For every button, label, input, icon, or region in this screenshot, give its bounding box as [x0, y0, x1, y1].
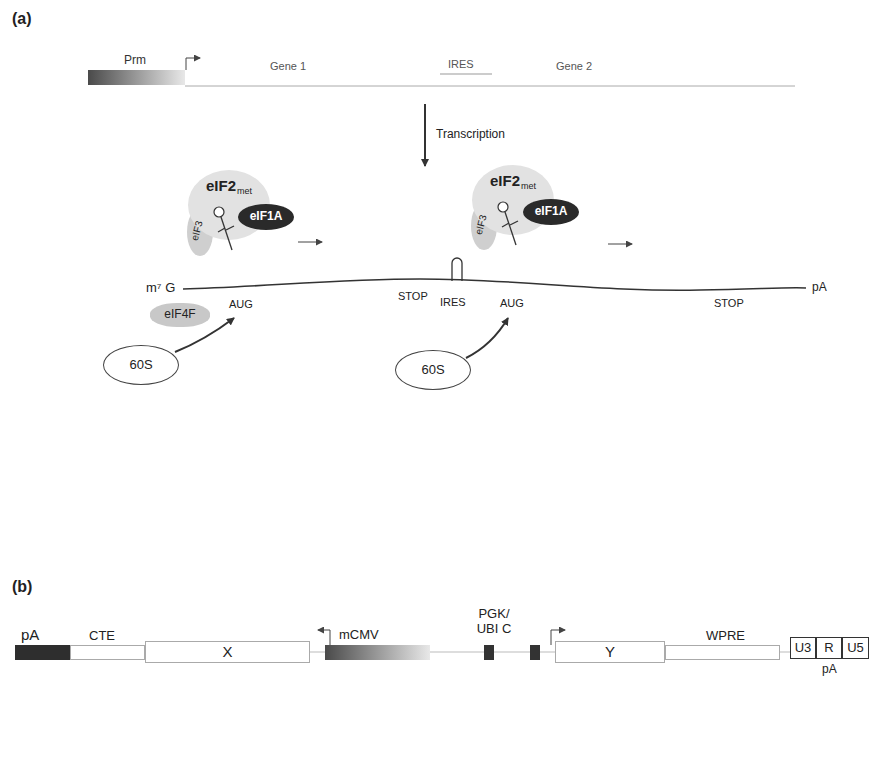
codon-label: STOP: [714, 297, 744, 310]
node-text: U3: [795, 641, 812, 656]
promoter-block: [530, 645, 540, 660]
node-text: WPRE: [706, 629, 745, 644]
ires-bar: [440, 74, 492, 75]
trna-part: [505, 212, 516, 245]
text-row: eIF4F: [164, 308, 195, 322]
ribosome-subunit: 60S: [395, 350, 471, 390]
node-text: eIF2: [206, 177, 236, 194]
element-label: IRES: [440, 296, 466, 309]
wpre-element: WPRE: [665, 645, 780, 660]
node-text: eIF1A: [535, 205, 568, 219]
node-text: CTE: [89, 629, 115, 644]
joining-arrow: [466, 318, 508, 358]
scanning-arrow: [608, 244, 632, 245]
scanning-arrow: [298, 242, 322, 243]
trna-part: [221, 217, 232, 250]
cap-label: m⁷ G: [146, 281, 175, 296]
trna-part: [510, 221, 518, 225]
promoter-box: Prm: [88, 70, 185, 85]
subscript-text: met: [237, 186, 252, 196]
gene-box: Y: [555, 641, 665, 663]
node-text: pA: [21, 626, 39, 643]
text-row: Prm: [124, 54, 146, 68]
text-row: R: [824, 641, 833, 656]
gene-label: Gene 2: [556, 60, 592, 73]
text-row: WPRE: [706, 629, 745, 644]
trna-part: [214, 207, 224, 217]
eif1a-factor: eIF1A: [238, 204, 294, 230]
trna-part: [498, 202, 508, 212]
mrna-strand: [183, 279, 806, 290]
text-row: Y: [605, 643, 615, 660]
gene-label: Gene 1: [270, 60, 306, 73]
panel-label: (a): [12, 10, 32, 28]
text-row: U3: [795, 641, 812, 656]
polya-box: pA: [15, 645, 70, 660]
codon-label: STOP: [398, 290, 428, 303]
ires-hairpin: [452, 258, 462, 281]
text-row: eIF2met: [206, 177, 252, 194]
ribosome-subunit: 60S: [103, 345, 179, 385]
gene-line: [185, 86, 795, 87]
text-row: X: [222, 643, 232, 660]
subscript-text: met: [521, 181, 536, 191]
node-text: X: [222, 643, 232, 660]
eif4f-factor: eIF4F: [150, 303, 210, 327]
polya-label: pA: [822, 663, 837, 677]
codon-label: AUG: [500, 297, 524, 310]
polya-label: pA: [812, 281, 827, 295]
node-text: Y: [605, 643, 615, 660]
promoter-box: mCMV: [325, 645, 430, 660]
cte-element: CTE: [70, 645, 145, 660]
text-row: eIF1A: [535, 205, 568, 219]
text-row: 60S: [421, 363, 444, 378]
node-text: 60S: [421, 363, 444, 378]
ltr-segment: U5: [842, 637, 869, 659]
text-row: pA: [21, 626, 39, 643]
process-label: Transcription: [436, 128, 505, 142]
element-label: IRES: [448, 58, 474, 71]
promoter-block: [484, 645, 494, 660]
transcription-arrow: [424, 104, 426, 166]
eif1a-factor: eIF1A: [523, 199, 579, 225]
text-row: mCMV: [339, 628, 379, 643]
gene-box: X: [145, 641, 310, 663]
node-text: 60S: [129, 358, 152, 373]
ltr-segment: R: [816, 637, 842, 659]
promoter-arrow: [186, 58, 200, 70]
text-row: eIF2met: [490, 172, 536, 189]
ltr-segment: U3: [790, 637, 816, 659]
trna-part: [218, 228, 225, 232]
node-text: eIF4F: [164, 308, 195, 322]
text-row: eIF1A: [250, 210, 283, 224]
node-text: Prm: [124, 54, 146, 68]
panel-label: (b): [12, 578, 32, 596]
text-row: CTE: [89, 629, 115, 644]
promoter-label: PGK/ UBI C: [468, 606, 520, 636]
trna-part: [226, 226, 234, 230]
node-text: eIF2: [490, 172, 520, 189]
text-row: U5: [847, 641, 864, 656]
node-text: eIF1A: [250, 210, 283, 224]
node-text: U5: [847, 641, 864, 656]
node-text: mCMV: [339, 628, 379, 643]
text-row: 60S: [129, 358, 152, 373]
trna-part: [502, 223, 509, 227]
codon-label: AUG: [229, 298, 253, 311]
promoter-arrow: [318, 630, 330, 645]
node-text: R: [824, 641, 833, 656]
